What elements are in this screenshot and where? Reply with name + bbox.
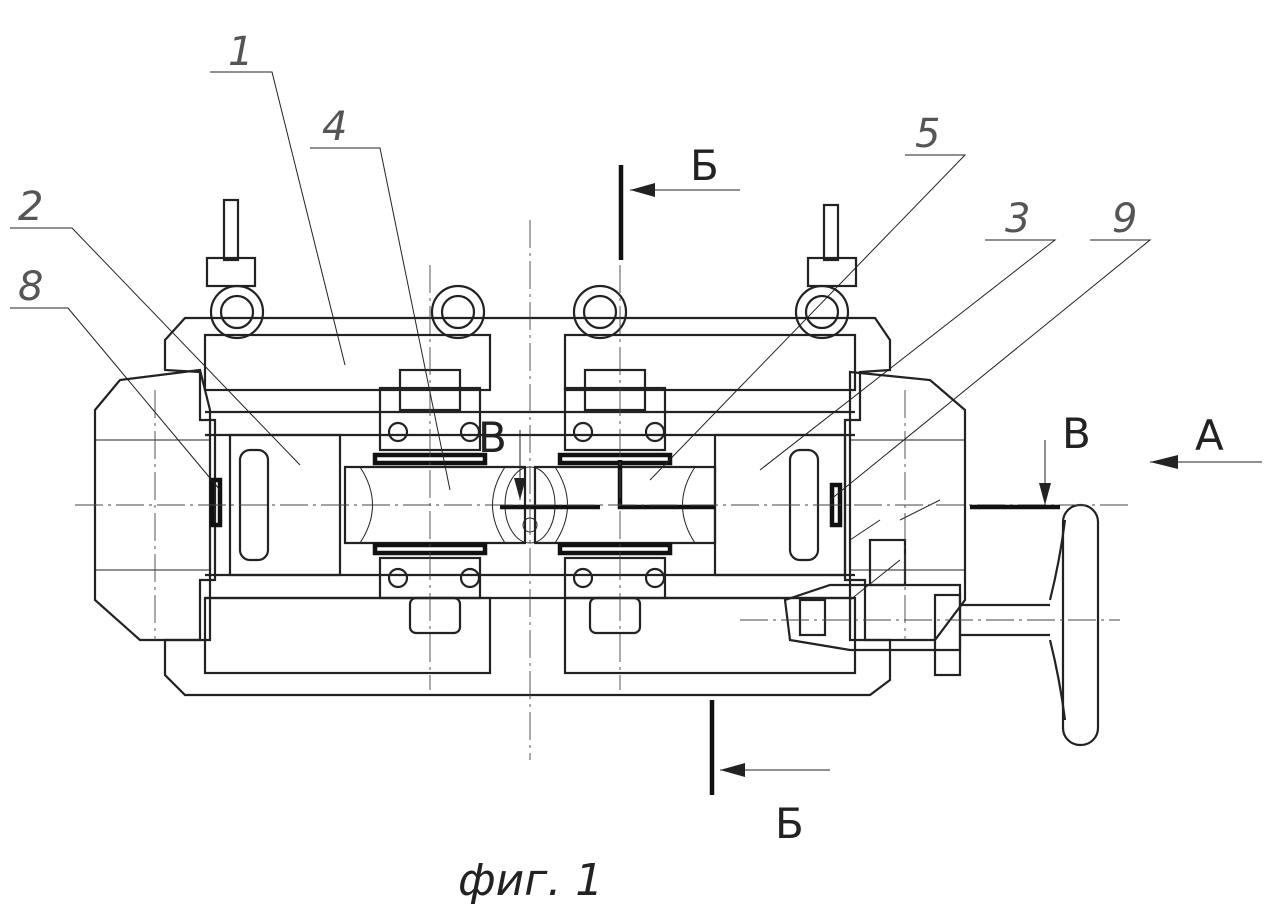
part-label-9: 9 — [1112, 196, 1137, 242]
section-label-v-left: В — [478, 413, 507, 462]
figure-caption: фиг. 1 — [458, 855, 603, 906]
section-label-b-top: Б — [690, 141, 719, 190]
machine-body — [75, 200, 1130, 760]
section-v: В В — [478, 409, 1091, 507]
section-label-b-bottom: Б — [775, 799, 804, 848]
part-label-8: 8 — [18, 264, 43, 310]
view-label-a: А — [1195, 411, 1224, 460]
part-label-3: 3 — [1005, 196, 1030, 242]
section-b-top: Б — [621, 141, 740, 260]
part-label-1: 1 — [228, 29, 253, 75]
part-label-5: 5 — [915, 111, 940, 157]
view-a: А — [1150, 411, 1262, 469]
part-leaders: 1 2 3 4 5 8 9 — [10, 29, 1150, 500]
section-label-v-right: В — [1062, 409, 1091, 458]
part-label-2: 2 — [18, 184, 43, 230]
section-b-bottom: Б — [712, 700, 830, 848]
part-label-4: 4 — [322, 104, 347, 150]
